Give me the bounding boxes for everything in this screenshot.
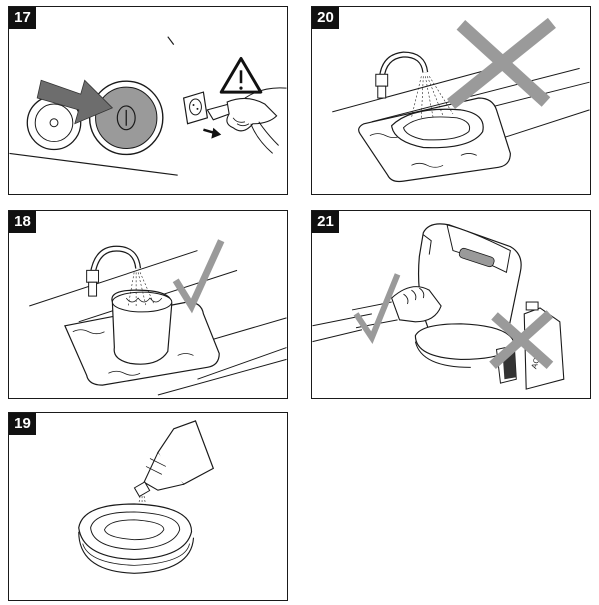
checkmark-icon <box>172 239 225 314</box>
pour-illustration <box>78 420 215 574</box>
panel-18: 18 <box>8 210 288 399</box>
faucet-icon <box>375 51 429 99</box>
panel-number: 17 <box>9 7 36 29</box>
panel-20: 20 <box>311 6 591 195</box>
panel-number: 18 <box>9 211 36 233</box>
socket-icon <box>182 91 209 125</box>
rinse-base-illustration <box>332 17 590 183</box>
faucet-icon <box>86 245 142 297</box>
panel-number: 19 <box>9 413 36 435</box>
panel-19: 19 <box>8 412 288 601</box>
panel-17: 17 <box>8 6 288 195</box>
cross-icon <box>446 17 556 109</box>
bottle-pour-icon <box>133 420 215 498</box>
panel-number: 20 <box>312 7 339 29</box>
panel-number: 21 <box>312 211 339 233</box>
press-arrow-icon <box>36 79 114 125</box>
rinse-tank-illustration <box>29 239 287 396</box>
cross-icon <box>489 310 554 370</box>
warning-triangle-icon <box>219 56 263 94</box>
panel-21: 21 ACID <box>311 210 591 399</box>
unplug-illustration <box>9 36 287 176</box>
checkmark-icon <box>353 273 401 344</box>
indicator-light-icon <box>26 95 82 151</box>
power-button-icon <box>88 80 164 156</box>
wipe-illustration: ACID <box>312 223 565 390</box>
unplug-icon <box>203 87 287 154</box>
